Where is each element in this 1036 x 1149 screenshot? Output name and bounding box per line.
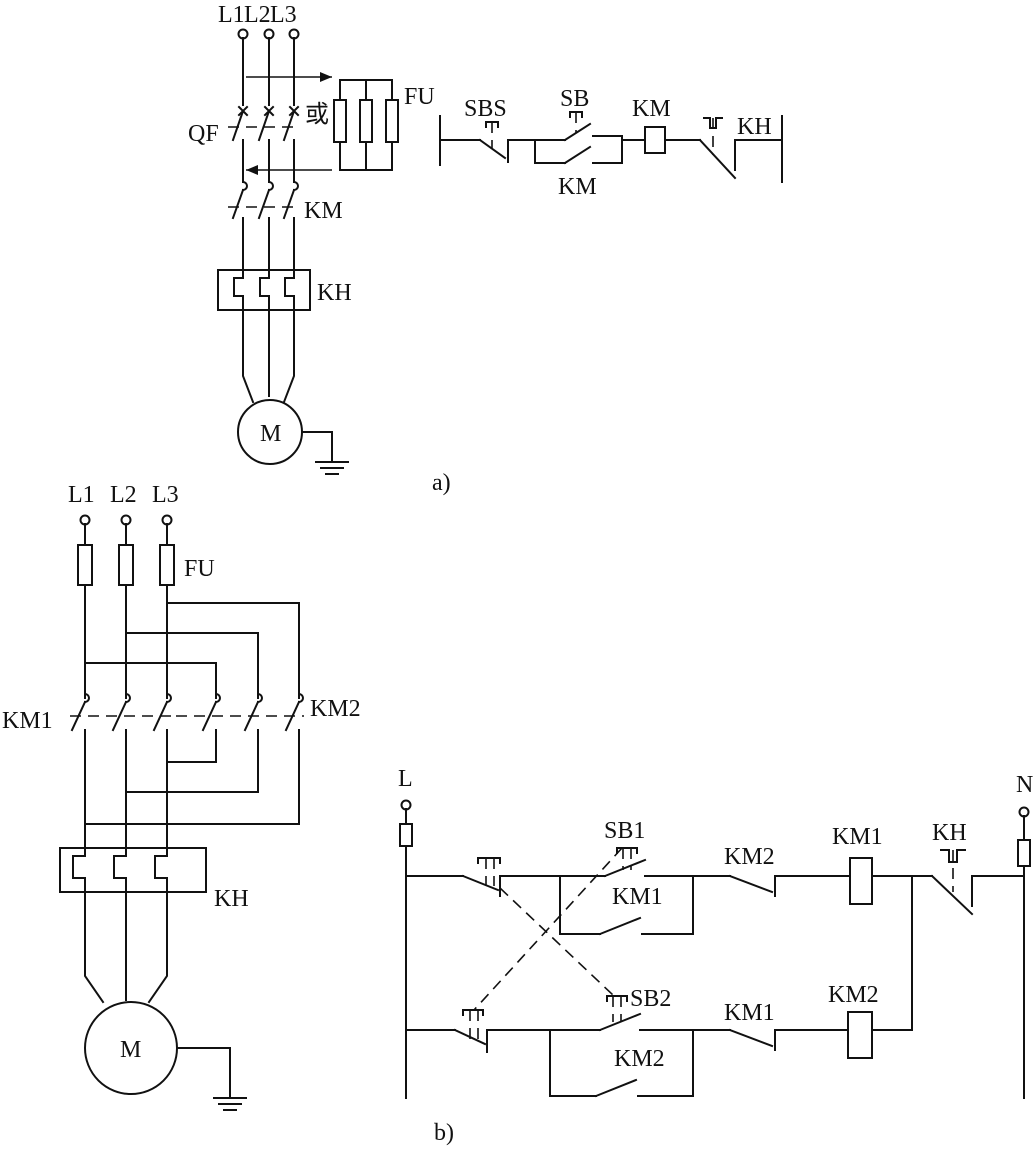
fig-a-hold-label: KM — [558, 174, 597, 200]
fig-a-kh-contact-label: KH — [737, 114, 772, 140]
fig-a-coil-km — [644, 126, 666, 154]
fig-b-line-label: L — [398, 766, 413, 792]
fig-a-control-circuit: SBS SB KM KM KH — [439, 86, 783, 200]
fig-a-kh-label: KH — [317, 280, 352, 306]
fig-a-fuse-block — [333, 79, 399, 171]
fig-b-km2-hold-label: KM2 — [614, 1046, 665, 1072]
fig-b-kh-label: KH — [214, 886, 249, 912]
fig-b-kh-contact-label: KH — [932, 820, 967, 846]
fig-b-fuses — [77, 544, 175, 586]
fig-b-km1-hold-contact — [559, 875, 694, 936]
fig-a-fu-label: FU — [404, 84, 435, 110]
fig-b-caption: b) — [434, 1120, 454, 1146]
fig-b-contactor-km1 — [70, 692, 172, 732]
fig-a-kh-contact — [698, 117, 737, 180]
fig-b-ground-icon — [176, 1047, 247, 1111]
fig-b-sb2-no-contact — [549, 995, 642, 1032]
fig-a-start-button — [534, 111, 623, 142]
fig-b-fuse-n — [1017, 839, 1031, 867]
fig-b-km2-hold-contact — [549, 1029, 694, 1098]
fig-a-hold-contact — [534, 139, 623, 165]
fig-b-km1-interlock — [728, 1028, 776, 1051]
fig-a-breaker-qf — [228, 105, 300, 183]
fig-a-thermal-relay-kh — [217, 269, 311, 311]
fig-b-phase-l1-label: L1 — [68, 482, 95, 508]
fig-b-neutral-label: N — [1016, 772, 1033, 798]
fig-b-coil-km1 — [849, 857, 873, 905]
fig-b-sb1-no-contact — [559, 847, 647, 878]
fig-b-thermal-relay-kh — [59, 847, 207, 893]
fig-a-sb-label: SB — [560, 86, 589, 112]
fig-a-phase-l1-label: L1 — [218, 2, 245, 28]
fig-a-caption: a) — [432, 470, 451, 496]
fig-a-alt-label: 或 — [305, 101, 329, 128]
fig-b-coil-km2-label: KM2 — [828, 982, 879, 1008]
fig-a-sbs-label: SBS — [464, 96, 507, 122]
fig-a-main-circuit: L1 L2 L3 QF 或 — [188, 2, 451, 496]
fig-a-qf-label: QF — [188, 121, 219, 147]
fig-b-sb2-label: SB2 — [630, 986, 671, 1012]
fig-b-sb1-label: SB1 — [604, 818, 645, 844]
fig-b-km2-interlock — [728, 874, 776, 897]
fig-a-coil-label: KM — [632, 96, 671, 122]
fig-a-stop-button — [478, 121, 509, 163]
fig-b-main-circuit: L1 L2 L3 FU — [2, 482, 454, 1146]
fig-a-phase-l3-label: L3 — [270, 2, 297, 28]
fig-b-sb2-nc-contact — [453, 1009, 488, 1053]
fig-a-contactor-km — [228, 180, 299, 271]
fig-b-motor-label: M — [120, 1037, 141, 1063]
fig-b-control-circuit: L N SB1 — [398, 766, 1033, 1099]
fig-a-motor-label: M — [260, 421, 281, 447]
fig-b-fuse-l — [399, 823, 413, 847]
fig-b-coil-km1-label: KM1 — [832, 824, 883, 850]
fig-b-sb1-nc-contact — [461, 857, 501, 897]
fig-a-ground-icon — [301, 431, 349, 475]
fig-b-km2-interlock-label: KM2 — [724, 844, 775, 870]
fig-b-km1-label: KM1 — [2, 708, 53, 734]
fig-b-phase-l3-label: L3 — [152, 482, 179, 508]
fig-b-kh-contact — [930, 849, 974, 916]
fig-b-coil-km2 — [847, 1011, 873, 1059]
fig-b-fu-label: FU — [184, 556, 215, 582]
fig-b-phase-l2-label: L2 — [110, 482, 137, 508]
fig-b-km1-interlock-label: KM1 — [724, 1000, 775, 1026]
fig-b-km1-hold-label: KM1 — [612, 884, 663, 910]
fig-b-contactor-km2 — [176, 692, 304, 732]
fig-a-km-label: KM — [304, 198, 343, 224]
fig-a-phase-l2-label: L2 — [244, 2, 271, 28]
fig-b-km2-label: KM2 — [310, 696, 361, 722]
